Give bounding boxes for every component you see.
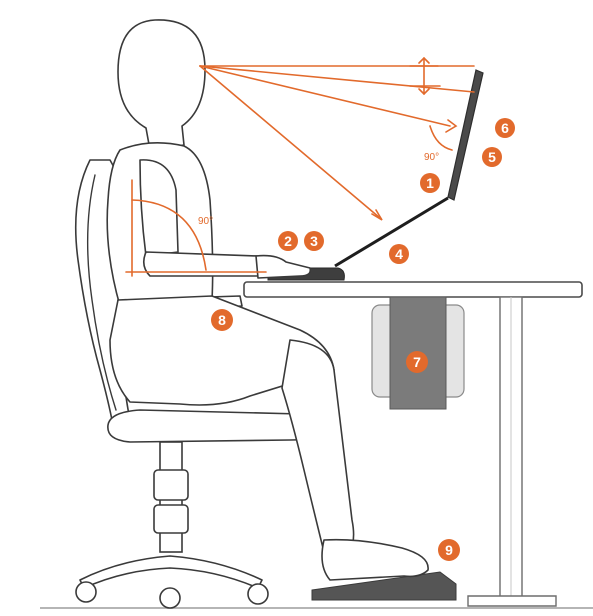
marker-9-label: 9 xyxy=(445,542,453,558)
sight-lines xyxy=(200,58,474,220)
sight-line-down-screen xyxy=(200,66,450,126)
marker-8: 8 xyxy=(211,309,233,331)
chair-column-collar-1 xyxy=(154,470,188,500)
desk-top xyxy=(244,282,582,297)
monitor xyxy=(335,70,483,266)
marker-6: 6 xyxy=(495,118,515,138)
chair-base xyxy=(80,556,262,588)
marker-7: 7 xyxy=(406,351,428,373)
marker-6-label: 6 xyxy=(501,120,509,136)
desk-foot xyxy=(468,596,556,606)
marker-1: 1 xyxy=(420,173,440,193)
marker-1-label: 1 xyxy=(426,175,434,191)
marker-5: 5 xyxy=(482,147,502,167)
sight-line-level xyxy=(200,66,474,92)
person-head xyxy=(118,20,205,150)
marker-2-label: 2 xyxy=(284,233,292,249)
person-hand xyxy=(256,256,310,278)
chair-column-collar-2 xyxy=(154,505,188,533)
marker-5-label: 5 xyxy=(488,149,496,165)
chair-caster-middle xyxy=(160,588,180,608)
marker-2: 2 xyxy=(278,231,298,251)
marker-8-label: 8 xyxy=(218,312,226,328)
person-shin xyxy=(282,340,354,552)
marker-3: 3 xyxy=(304,231,324,251)
screen-angle-label: 90° xyxy=(424,152,439,163)
elbow-angle-label: 90° xyxy=(198,216,213,227)
marker-4-label: 4 xyxy=(395,246,403,262)
marker-9: 9 xyxy=(438,539,460,561)
marker-7-label: 7 xyxy=(413,354,421,370)
marker-3-label: 3 xyxy=(310,233,318,249)
sight-line-down-keyboard xyxy=(200,66,380,218)
chair-caster-right xyxy=(248,584,268,604)
chair-caster-left xyxy=(76,582,96,602)
chair-seat xyxy=(108,410,320,442)
person-foot xyxy=(322,540,428,580)
marker-4: 4 xyxy=(389,244,409,264)
